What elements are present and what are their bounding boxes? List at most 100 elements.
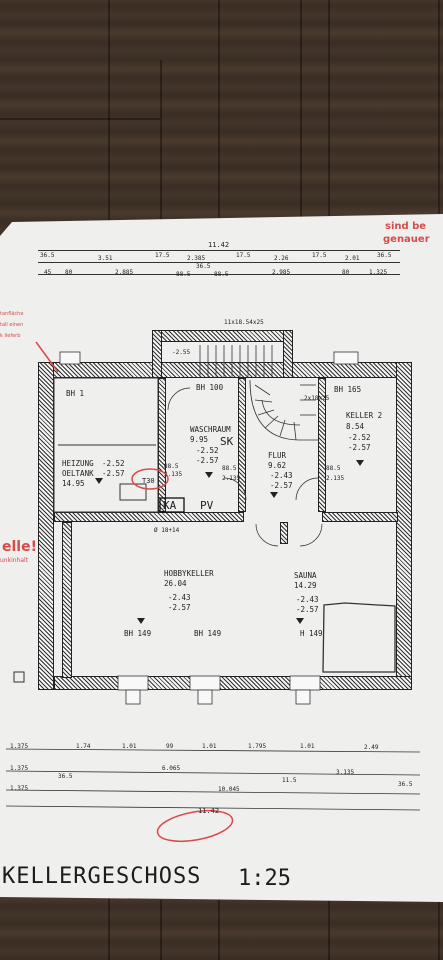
top-dim-r1-0: 36.5	[40, 252, 55, 259]
label-bh165: BH 165	[334, 385, 362, 394]
bottom-dim-r2-3: 11.5	[282, 777, 297, 784]
floor-board-seam	[160, 900, 162, 960]
sauna-level-2: -2.57	[296, 605, 319, 614]
level-markers	[95, 460, 364, 624]
room-heizung-outline	[53, 377, 159, 513]
top-dim-r2-2: 2.885	[115, 269, 134, 276]
label-pv: PV	[200, 499, 214, 512]
bottom-dim-r1-2: 1.01	[122, 743, 137, 750]
bottom-dim-r1-6: 1.01	[300, 743, 315, 750]
floor-board-seam	[0, 118, 160, 120]
top-dim-r1-1: 3.51	[98, 255, 113, 262]
label-flur-area: 9.62	[268, 461, 287, 470]
top-dim-r1-8: 36.5	[377, 252, 392, 259]
flur-level-2: -2.57	[270, 481, 293, 490]
wall-hobby-west	[62, 522, 72, 678]
wall-west	[38, 362, 54, 690]
door-2135-c: 2.135	[326, 475, 345, 482]
tank-box	[119, 483, 147, 501]
red-note-left-1: tanfläche	[0, 311, 24, 317]
keller2-level-2: -2.57	[348, 443, 371, 452]
top-dim-r2-4: 36.5	[196, 263, 211, 270]
stairs-note-small: 2x18x25	[304, 395, 330, 402]
label-flur: FLUR	[268, 451, 287, 460]
label-hobbykeller-area: 26.04	[164, 579, 187, 588]
waschraum-level-1: -2.52	[196, 446, 219, 455]
red-note-top-1: sind be	[385, 221, 427, 232]
stair-note: 11x18.54x25	[224, 319, 264, 326]
label-waschraum: WASCHRAUM	[190, 425, 231, 434]
label-waschraum-area: 9.95	[190, 435, 209, 444]
bottom-dim-r2-1: 36.5	[58, 773, 73, 780]
label-t30: T30	[142, 477, 155, 485]
bottom-dim-r3-1: 10.045	[218, 786, 240, 793]
label-lvl-255: -2.55	[172, 349, 191, 356]
door-2135-a: 2.135	[164, 471, 183, 478]
door-88-a: 88.5	[164, 463, 179, 470]
bottom-dim-r2-4: 3.135	[336, 769, 355, 776]
bottom-dim-lines	[5, 748, 421, 811]
door-swings	[167, 387, 323, 547]
top-dim-r2-8: 1.325	[369, 269, 388, 276]
bottom-dim-r3-0: 1.375	[10, 785, 29, 792]
top-dim-r2-3: 88.5	[176, 271, 191, 278]
label-h149: H 149	[300, 629, 323, 638]
label-sauna: SAUNA	[294, 571, 317, 580]
wall-sauna-partition	[280, 522, 288, 544]
bottom-dim-r2-0: 1.375	[10, 765, 29, 772]
red-note-mid-1: elle!	[2, 539, 37, 555]
top-dim-r2-6: 2.985	[272, 269, 291, 276]
sauna-bench	[322, 602, 396, 673]
hobby-level-1: -2.43	[168, 593, 191, 602]
door-88-c: 88.5	[326, 465, 341, 472]
top-dim-line-row1	[38, 262, 400, 263]
wall-middle-right	[322, 512, 398, 522]
label-oeltank: OELTANK	[62, 469, 94, 478]
keller2-level-1: -2.52	[348, 433, 371, 442]
stairs-spiral	[249, 379, 318, 441]
top-dim-r1-7: 2.01	[345, 255, 360, 262]
red-circle-t30	[131, 468, 169, 490]
stairs-upper	[199, 345, 273, 378]
door-88-b: 88.5	[222, 465, 237, 472]
top-dim-r1-4: 17.5	[236, 252, 251, 259]
heizung-level-1: -2.52	[102, 459, 125, 468]
bottom-dim-r2-2: 6.065	[162, 765, 181, 772]
bottom-dim-r1-4: 1.01	[202, 743, 217, 750]
label-bh149-a: BH 149	[124, 629, 152, 638]
label-heizung-area: 14.95	[62, 479, 85, 488]
bottom-dim-r1-0: 1.375	[10, 743, 29, 750]
north-marker	[13, 671, 25, 683]
wall-inner-3	[318, 378, 326, 512]
bottom-dim-r1-7: 2.49	[364, 744, 379, 751]
top-dim-r1-6: 17.5	[312, 252, 327, 259]
top-dim-total: 11.42	[208, 241, 230, 249]
label-keller2: KELLER 2	[346, 411, 383, 420]
floor-board-seam	[300, 0, 302, 220]
top-dim-r1-2: 17.5	[155, 252, 170, 259]
label-bh149-b: BH 149	[194, 629, 222, 638]
label-ka: KA	[163, 499, 177, 512]
door-2135-b: 2.135	[222, 475, 241, 482]
top-dim-r1-5: 2.26	[274, 255, 289, 262]
red-note-left-3: k lieferb	[0, 333, 21, 339]
red-circle-total	[156, 809, 234, 843]
sauna-level-1: -2.43	[296, 595, 319, 604]
wall-stair-right	[283, 330, 293, 378]
red-note-mid-2: unkinhalt	[0, 557, 29, 564]
label-heizung: HEIZUNG	[62, 459, 94, 468]
label-bh1: BH 1	[66, 389, 85, 398]
bottom-dim-r1-5: 1.795	[248, 743, 267, 750]
top-dim-r2-0: 45	[44, 269, 52, 276]
bottom-dim-r1-1: 1.74	[76, 743, 91, 750]
bottom-dim-r2-5: 36.5	[398, 781, 413, 788]
wall-inner-2	[238, 378, 246, 512]
heizung-level-2: -2.57	[102, 469, 125, 478]
red-note-top-2: genauer	[383, 234, 430, 245]
label-sk: SK	[220, 435, 234, 448]
top-dim-r2-1: 80	[65, 269, 73, 276]
plan-title: KELLERGESCHOSS	[2, 864, 202, 889]
ka-box	[159, 497, 185, 513]
